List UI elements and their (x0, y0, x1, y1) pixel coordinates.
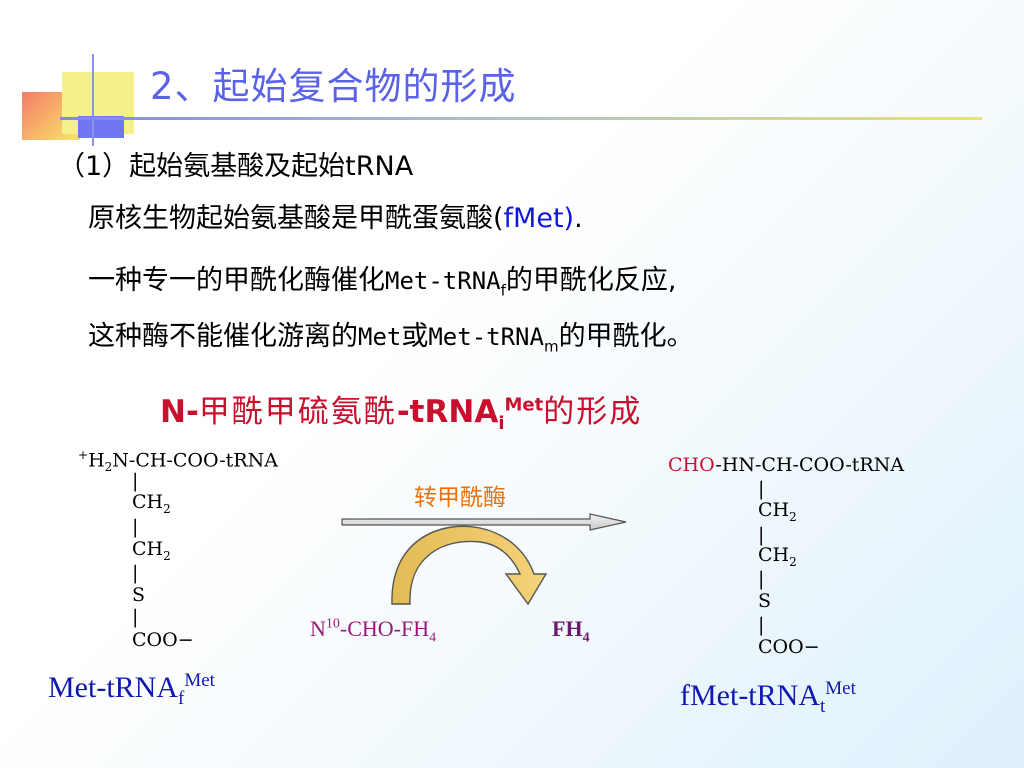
reaction-title-cjk: 甲酰甲硫氨酰 (198, 394, 397, 430)
left-ch2-1: CH2 (132, 493, 171, 515)
rbond-3: | (758, 568, 765, 590)
label-left-sub: f (178, 688, 185, 709)
text-line-3: 一种专一的甲酰化酶催化Met-tRNAf的甲酰化反应, (88, 258, 676, 299)
line1-text: （1）起始氨基酸及起始tRNA (58, 151, 414, 182)
line4-code1: Met (358, 323, 402, 351)
line3-code: Met-tRNA (385, 267, 501, 295)
ch-sub: 2 (789, 554, 797, 569)
reaction-title-suffix: 的形成 (543, 394, 643, 430)
ch: CH (758, 544, 790, 566)
ch-sub: 2 (163, 548, 171, 563)
left-structure-top: +H2N-CH-COO-tRNA (78, 449, 278, 473)
label-right-sup: Met (825, 678, 856, 699)
coo: COO (132, 629, 178, 651)
right-ch2-2: CH2 (758, 546, 797, 568)
left-chain: N-CH-COO-tRNA (112, 449, 278, 472)
coo: COO (758, 636, 804, 658)
donor-sup: 10 (325, 616, 340, 632)
label-right-sub: t (819, 696, 826, 717)
left-s: S (132, 584, 146, 606)
line2-suffix: . (574, 203, 583, 234)
line3-suffix: 的甲酰化反应, (505, 265, 677, 296)
ch: CH (132, 538, 164, 560)
bond-1: | (132, 470, 139, 492)
donor-rest: -CHO-FH (339, 616, 430, 641)
text-line-1: （1）起始氨基酸及起始tRNA (58, 144, 413, 183)
line4-sub: m (543, 337, 559, 356)
minus: − (803, 636, 820, 658)
enzyme-label: 转甲酰酶 (414, 485, 506, 511)
minus: − (177, 629, 194, 651)
reaction-title: N-甲酰甲硫氨酰-tRNAiMet的形成 (160, 386, 642, 434)
line4-code2: Met-tRNA (428, 323, 544, 351)
line3-sub: f (500, 281, 506, 300)
label-right-text: fMet-tRNA (680, 679, 820, 712)
product-text: FH (552, 616, 583, 641)
curved-arrow-icon (391, 525, 548, 606)
label-left-text: Met-tRNA (48, 671, 178, 704)
forward-arrow-icon (341, 513, 627, 531)
bond-4: | (132, 606, 139, 628)
right-ch2-1: CH2 (758, 501, 797, 523)
right-s: S (758, 590, 772, 612)
slide-title: 2、起始复合物的形成 (150, 65, 517, 108)
label-fmet-trna: fMet-tRNAtMet (680, 678, 856, 718)
line4-suffix: 的甲酰化。 (558, 321, 694, 352)
bond-2: | (132, 516, 139, 538)
plus-sign: + (78, 448, 89, 462)
line2-prefix: 原核生物起始氨基酸是甲酰蛋氨酸( (88, 203, 504, 234)
line3-prefix: 一种专一的甲酰化酶催化 (88, 265, 385, 296)
left-ch2-2: CH2 (132, 540, 171, 562)
donor-n: N (310, 616, 326, 641)
text-line-4: 这种酶不能催化游离的Met或Met-tRNAm的甲酰化。 (88, 314, 694, 355)
right-structure-top: CHO-HN-CH-COO-tRNA (668, 456, 904, 475)
label-met-trna: Met-tRNAfMet (48, 670, 215, 710)
text-line-2: 原核生物起始氨基酸是甲酰蛋氨酸(fMet). (88, 196, 583, 235)
reaction-title-trna: -tRNA (396, 394, 499, 430)
donor-sub: 4 (429, 630, 437, 646)
donor-label: N10-CHO-FH4 (310, 616, 436, 646)
ch-sub: 2 (163, 501, 171, 516)
product-label: FH4 (552, 616, 590, 646)
line2-fmet: fMet) (503, 203, 575, 234)
line4-prefix: 这种酶不能催化游离的 (88, 321, 358, 352)
product-sub: 4 (582, 630, 590, 646)
right-chain: -HN-CH-COO-tRNA (715, 454, 905, 476)
logo-square-blue (78, 116, 124, 138)
logo-vertical-line (92, 54, 94, 146)
line4-mid: 或 (401, 321, 429, 352)
h-sub: 2 (104, 460, 113, 475)
rbond-2: | (758, 524, 765, 546)
cho-group: CHO (668, 454, 716, 476)
title-underline (60, 117, 982, 120)
rbond-4: | (758, 614, 765, 636)
h-atom: H (88, 449, 105, 472)
reaction-title-sup: Met (504, 394, 544, 416)
label-left-sup: Met (184, 670, 215, 691)
ch: CH (758, 499, 790, 521)
rbond-1: | (758, 478, 765, 500)
bond-3: | (132, 562, 139, 584)
ch: CH (132, 491, 164, 513)
reaction-title-prefix: N- (160, 394, 199, 430)
reaction-title-sub: i (498, 413, 505, 435)
reaction-arrows (341, 513, 627, 606)
ch-sub: 2 (789, 509, 797, 524)
left-coo: COO− (132, 631, 194, 650)
right-coo: COO− (758, 638, 820, 657)
